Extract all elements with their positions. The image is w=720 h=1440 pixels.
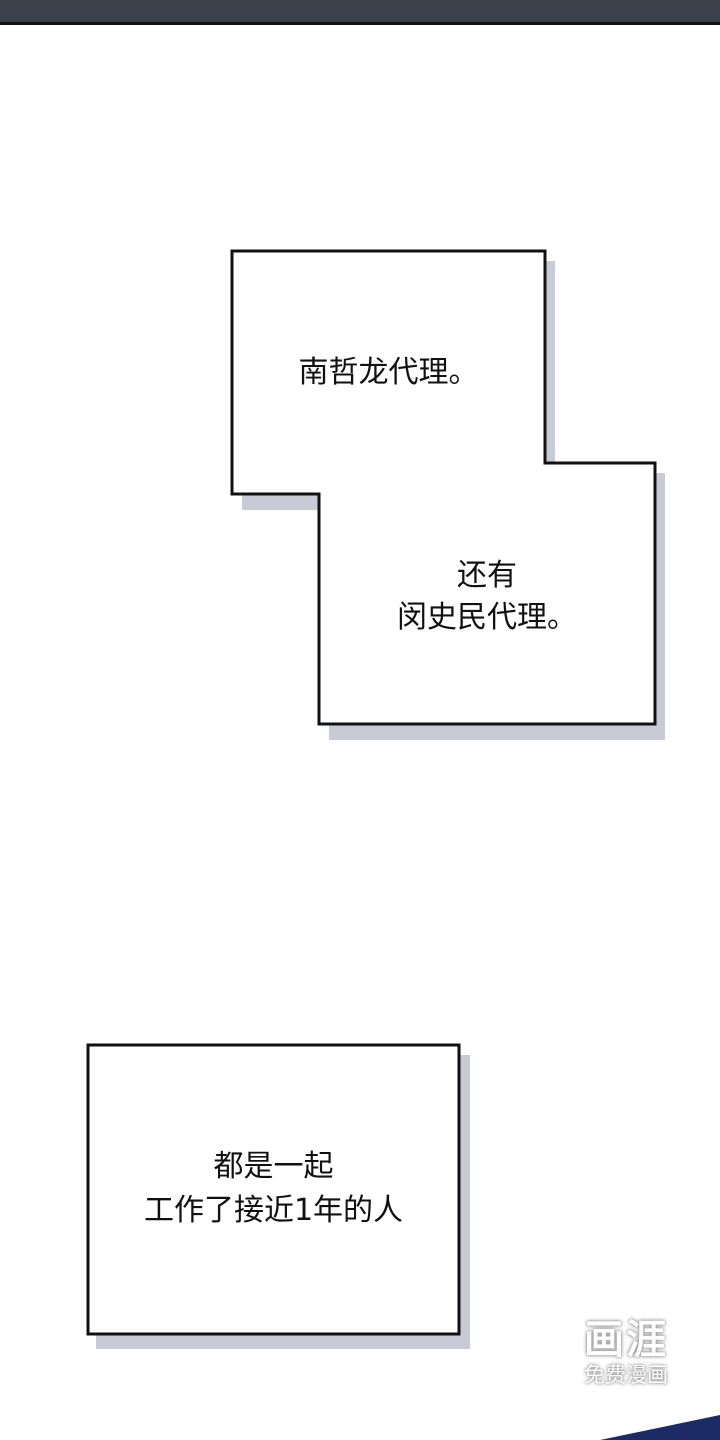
watermark: 画涯 免费漫画 [566, 1318, 686, 1388]
previous-panel-edge [0, 0, 720, 25]
watermark-subtitle: 免费漫画 [584, 1363, 668, 1387]
narration-box-1 [230, 249, 657, 726]
narration-text-2b: 闵史民代理。 [397, 600, 577, 635]
corner-stroke [600, 1415, 720, 1440]
narration-text-3a: 都是一起 [213, 1149, 334, 1184]
narration-box-2 [86, 1043, 461, 1336]
narration-text-3b: 工作了接近1年的人 [143, 1193, 404, 1228]
narration-text-2a: 还有 [457, 558, 517, 593]
narration-text-1: 南哲龙代理。 [298, 355, 479, 390]
watermark-logo: 画涯 [584, 1317, 668, 1363]
